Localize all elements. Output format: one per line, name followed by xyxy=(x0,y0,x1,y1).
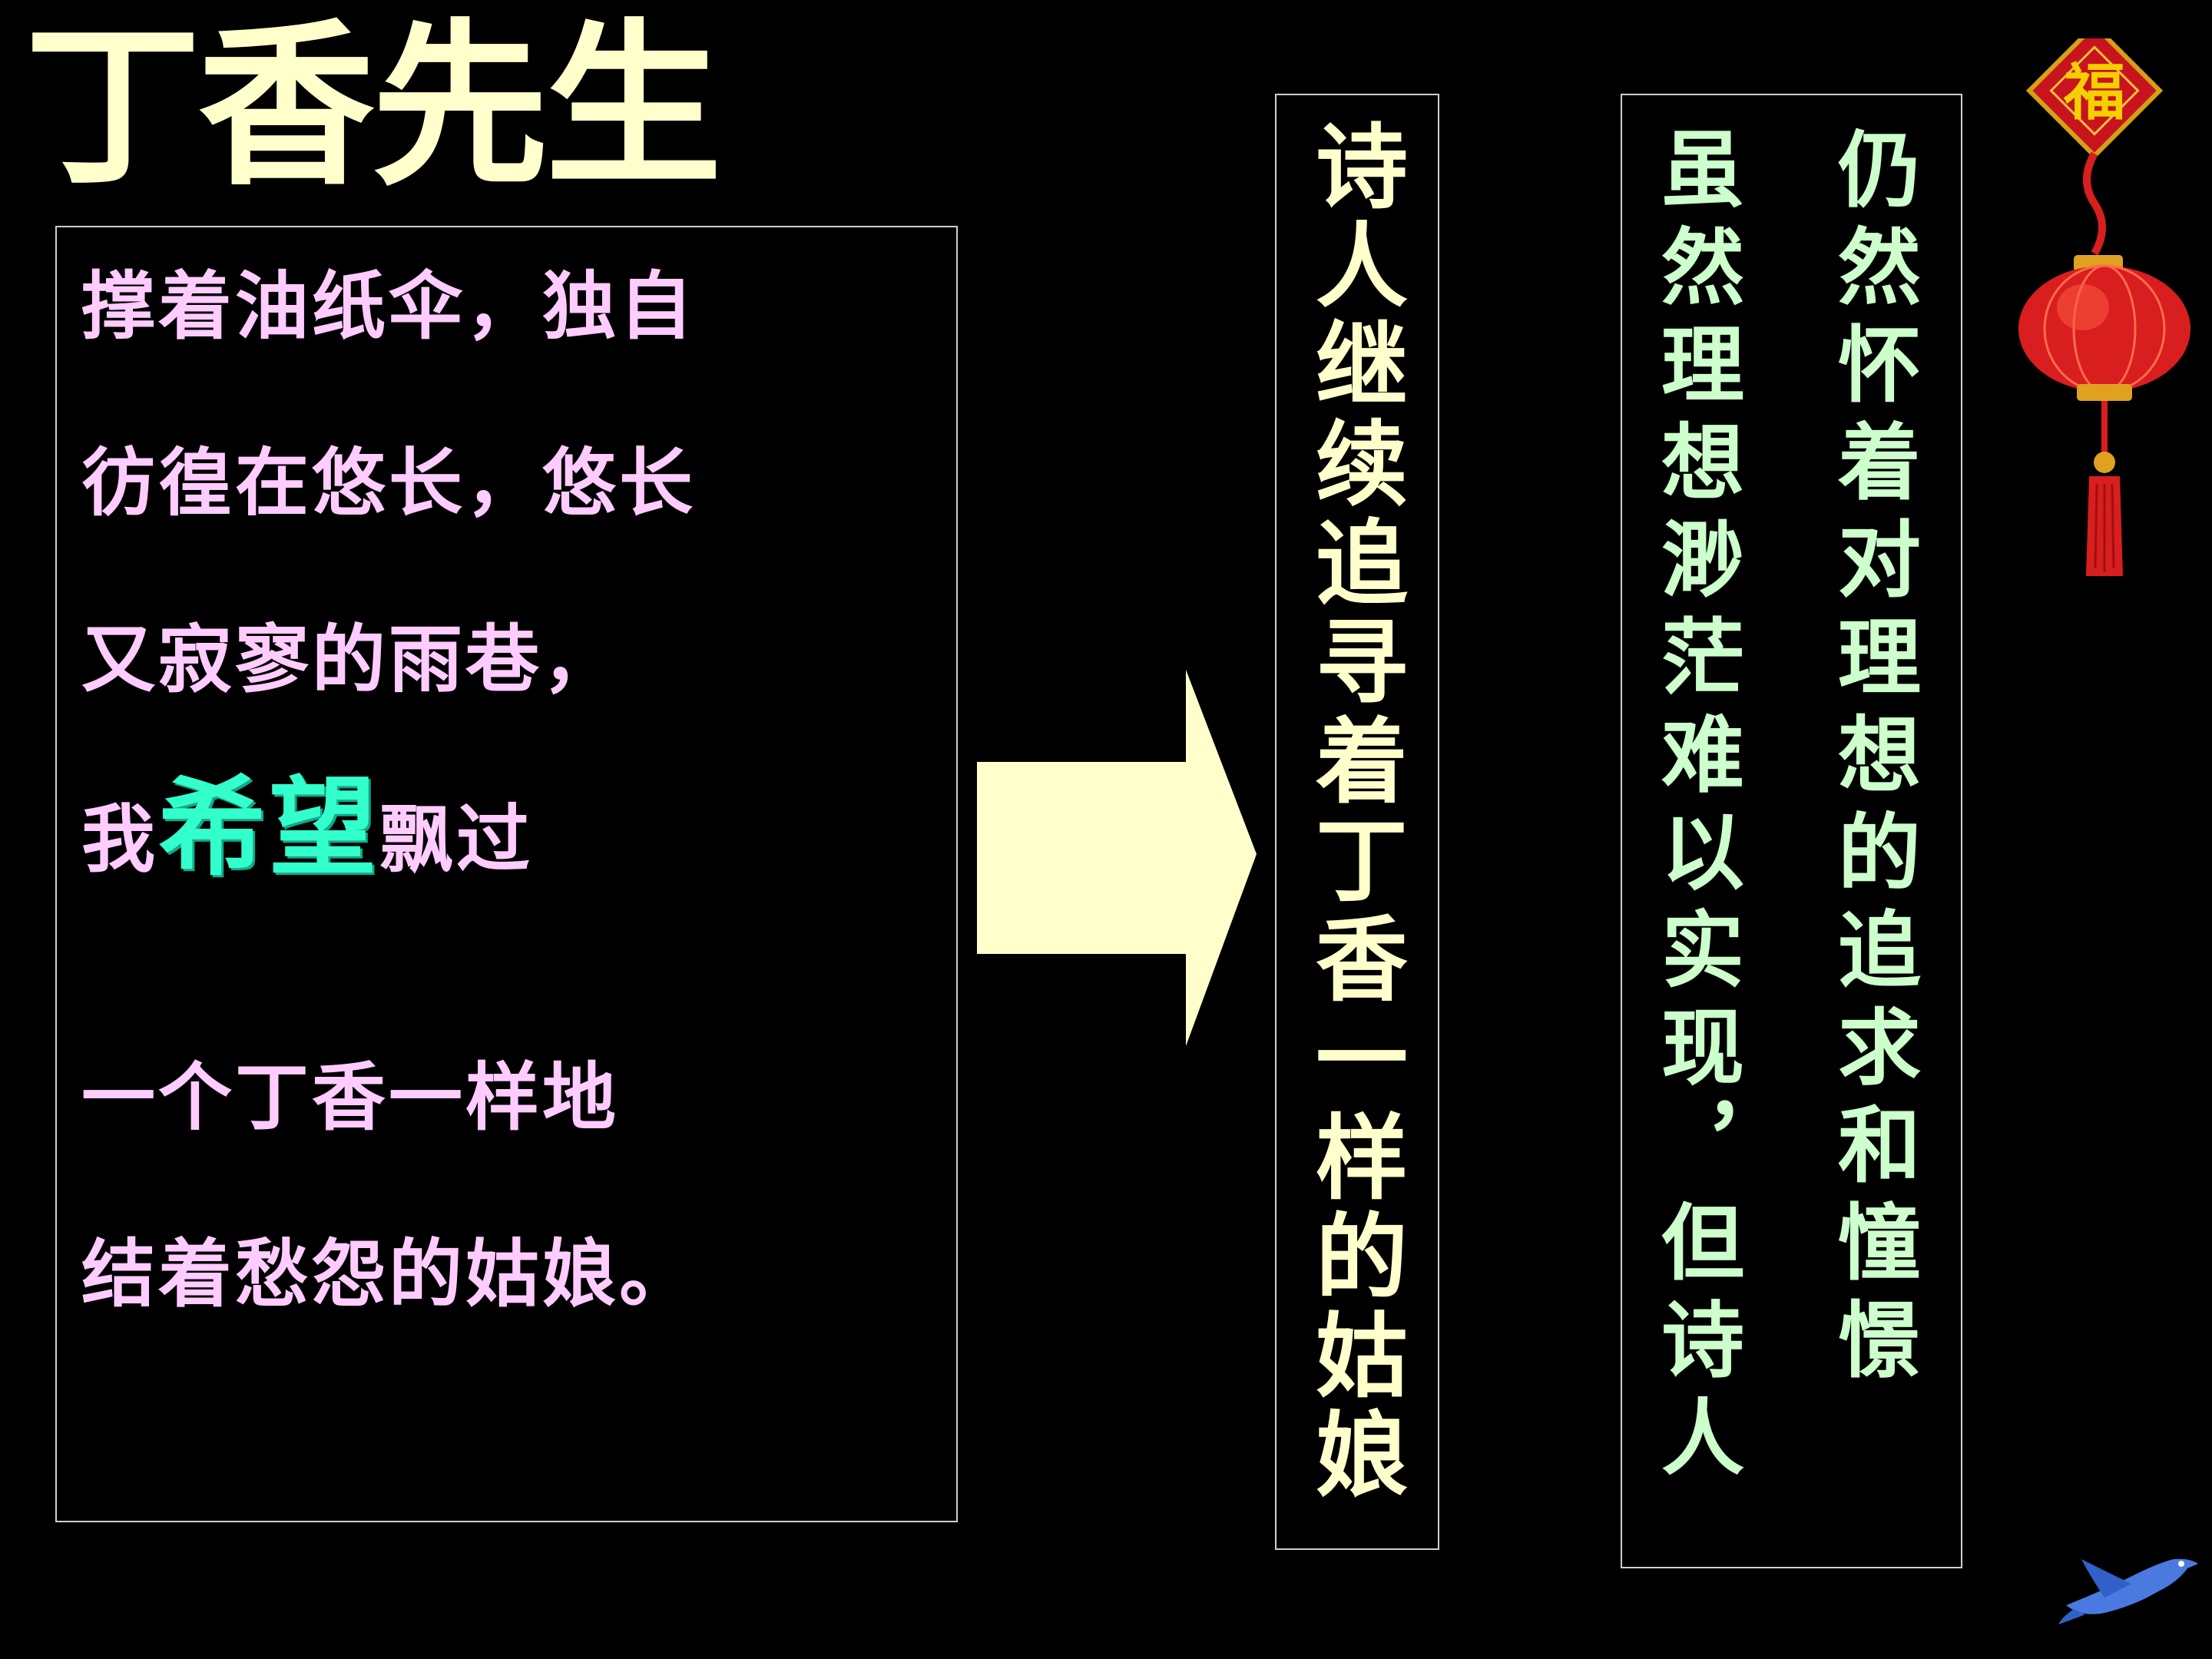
conclusion-box-1: 诗人继续追寻着丁香一样的姑娘 xyxy=(1275,94,1439,1550)
bird-icon xyxy=(2058,1558,2198,1624)
poem-line-3: 又寂寥的雨巷， xyxy=(81,616,619,703)
poem-line-5: 一个丁香一样地 xyxy=(81,1054,619,1141)
conclusion-text-1: 诗人继续追寻着丁香一样的姑娘 xyxy=(1300,118,1408,1505)
poem-line-6: 结着愁怨的姑娘。 xyxy=(81,1230,696,1317)
conclusion-text-2-right: 仍然怀着对理想的追求和憧憬 xyxy=(1824,126,1921,1394)
right-arrow-icon xyxy=(977,670,1257,1046)
poem-line-2: 彷徨在悠长，悠长 xyxy=(81,439,696,526)
poem-box: 撑着油纸伞，独自 彷徨在悠长，悠长 又寂寥的雨巷， 我希望飘过 一个丁香一样地 … xyxy=(55,226,958,1522)
fu-character: 福 xyxy=(2063,56,2125,128)
fu-diamond: 福 xyxy=(2025,38,2164,160)
hope-highlight: 希望 xyxy=(158,765,380,891)
poem-line-4-pre: 我 xyxy=(81,796,158,882)
poem-line-4-post: 飘过 xyxy=(379,796,534,882)
poem-line-1: 撑着油纸伞，独自 xyxy=(81,263,696,349)
conclusion-text-2-left: 虽然理想渺茫难以实现，但诗人 xyxy=(1647,126,1744,1492)
poem-line-4: 我希望飘过 xyxy=(81,769,533,887)
conclusion-box-2: 仍然怀着对理想的追求和憧憬 虽然理想渺茫难以实现，但诗人 xyxy=(1621,94,1962,1568)
fu-lantern-icon: 福 xyxy=(2018,38,2190,576)
page-title: 丁香先生 xyxy=(25,5,722,210)
